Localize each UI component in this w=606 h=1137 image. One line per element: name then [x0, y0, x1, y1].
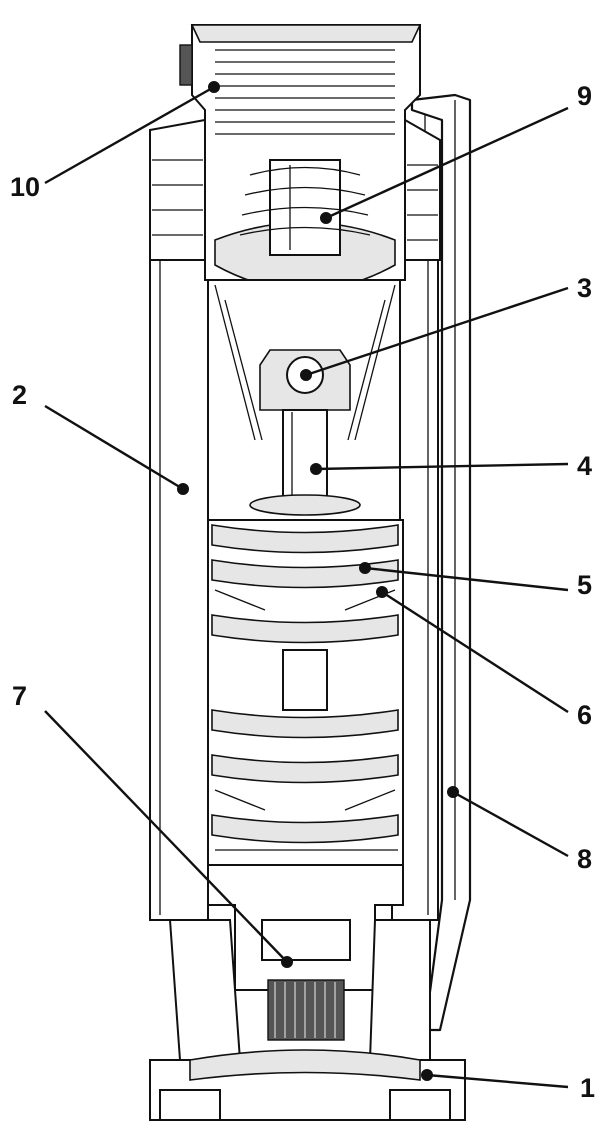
callout-3: 3 — [577, 273, 592, 303]
pump-base — [149, 919, 466, 1121]
outlet-thread — [215, 49, 395, 135]
callout-5: 5 — [577, 570, 592, 600]
leader-3 — [305, 286, 569, 377]
suction-interconnector — [207, 864, 404, 1041]
leader-dot-2 — [177, 483, 189, 495]
leader-dot-6 — [376, 586, 388, 598]
leader-7 — [44, 710, 288, 963]
callout-8: 8 — [577, 844, 592, 874]
callout-2: 2 — [12, 380, 27, 410]
leader-4 — [315, 462, 569, 471]
outlet-housing — [149, 24, 441, 281]
pump-stages — [207, 519, 404, 866]
leader-dot-10 — [208, 81, 220, 93]
leader-8 — [452, 790, 569, 858]
leader-6 — [381, 590, 569, 714]
leader-dot-1 — [421, 1069, 433, 1081]
callout-1: 1 — [580, 1073, 595, 1103]
leader-dot-5 — [359, 562, 371, 574]
leader-9 — [325, 106, 569, 220]
leader-dot-4 — [310, 463, 322, 475]
leader-1 — [426, 1073, 569, 1089]
callout-7: 7 — [12, 681, 27, 711]
leader-lines — [44, 81, 569, 1089]
leader-5 — [364, 566, 569, 592]
leader-dot-8 — [447, 786, 459, 798]
pump-shaft — [249, 409, 361, 516]
callout-9: 9 — [577, 81, 592, 111]
callout-10: 10 — [10, 172, 40, 202]
callout-6: 6 — [577, 700, 592, 730]
non-return-valve — [214, 159, 396, 291]
leader-dot-7 — [281, 956, 293, 968]
leader-dot-9 — [320, 212, 332, 224]
motor-coupling-splines — [274, 982, 336, 1038]
leader-dot-3 — [300, 369, 312, 381]
callout-4: 4 — [577, 451, 592, 481]
leader-2 — [44, 404, 184, 491]
callout-numbers: 10 9 3 2 4 5 6 7 8 1 — [10, 81, 595, 1103]
leader-10 — [44, 85, 215, 185]
